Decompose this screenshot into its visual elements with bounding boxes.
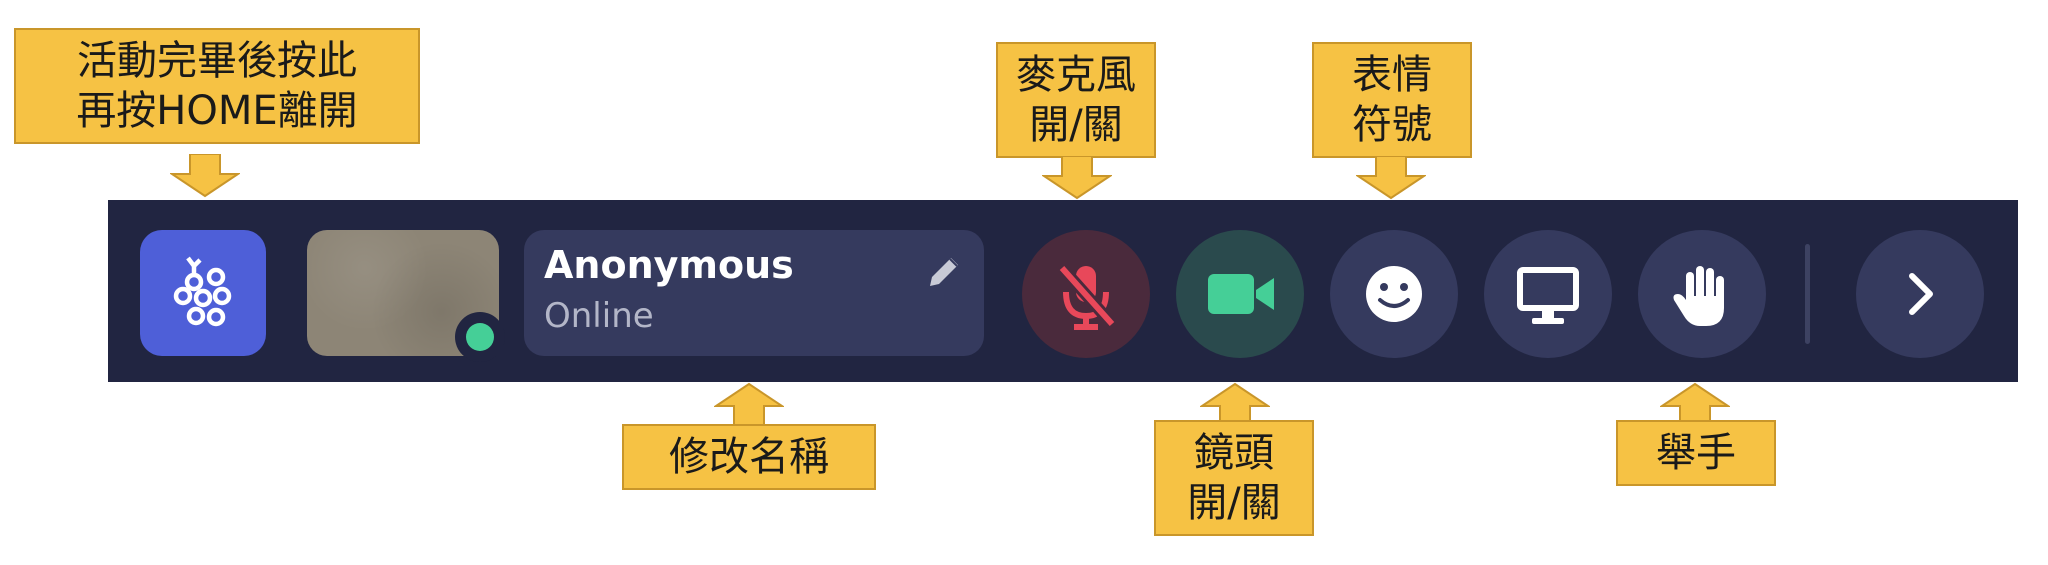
- pencil-icon[interactable]: [924, 252, 964, 292]
- user-name-card[interactable]: Anonymous Online: [524, 230, 984, 356]
- callout-emoji: 表情 符號: [1312, 42, 1472, 158]
- callout-mic: 麥克風 開/關: [996, 42, 1156, 158]
- online-status-dot: [466, 323, 494, 351]
- callout-leave-line1: 活動完畢後按此: [77, 38, 357, 84]
- monitor-icon: [1517, 267, 1579, 324]
- callout-camera-arrow: [1200, 382, 1270, 426]
- self-video-preview[interactable]: [307, 230, 505, 362]
- callout-mic-line1: 麥克風: [1016, 52, 1136, 98]
- callout-leave: 活動完畢後按此 再按HOME離開: [14, 28, 420, 144]
- callout-leave-line2: 再按HOME離開: [76, 88, 358, 134]
- callout-leave-arrow: [170, 154, 240, 198]
- callout-rename-arrow: [714, 382, 784, 426]
- callout-rename: 修改名稱: [622, 424, 876, 490]
- callout-rename-line1: 修改名稱: [669, 434, 829, 480]
- callout-mic-arrow: [1042, 156, 1112, 200]
- chevron-right-icon: [1909, 273, 1933, 315]
- emoji-button[interactable]: [1330, 230, 1458, 358]
- raise-hand-button[interactable]: [1638, 230, 1766, 358]
- microphone-off-icon: [1057, 264, 1117, 330]
- camera-toggle-button[interactable]: [1176, 230, 1304, 358]
- grape-cluster-icon: [173, 256, 232, 327]
- video-camera-icon: [1208, 274, 1274, 314]
- toolbar-divider: [1805, 244, 1810, 344]
- online-status-indicator: [455, 312, 505, 362]
- callout-emoji-arrow: [1356, 156, 1426, 200]
- hand-icon: [1673, 266, 1724, 326]
- callout-camera-line1: 鏡頭: [1194, 430, 1274, 476]
- screen-share-button[interactable]: [1484, 230, 1612, 358]
- meeting-toolbar: Anonymous Online: [108, 200, 2018, 382]
- callout-mic-line2: 開/關: [1029, 102, 1123, 148]
- app-logo-button[interactable]: [140, 230, 266, 356]
- user-status: Online: [544, 296, 654, 336]
- callout-camera: 鏡頭 開/關: [1154, 420, 1314, 536]
- callout-raise-hand-arrow: [1660, 382, 1730, 426]
- callout-raise-hand-line1: 舉手: [1656, 430, 1736, 476]
- callout-camera-line2: 開/關: [1187, 480, 1281, 526]
- callout-raise-hand: 舉手: [1616, 420, 1776, 486]
- user-name: Anonymous: [544, 243, 794, 287]
- callout-emoji-line1: 表情: [1352, 52, 1432, 98]
- expand-toolbar-button[interactable]: [1856, 230, 1984, 358]
- microphone-toggle-button[interactable]: [1022, 230, 1150, 358]
- callout-emoji-line2: 符號: [1352, 102, 1432, 148]
- smiley-icon: [1366, 266, 1422, 322]
